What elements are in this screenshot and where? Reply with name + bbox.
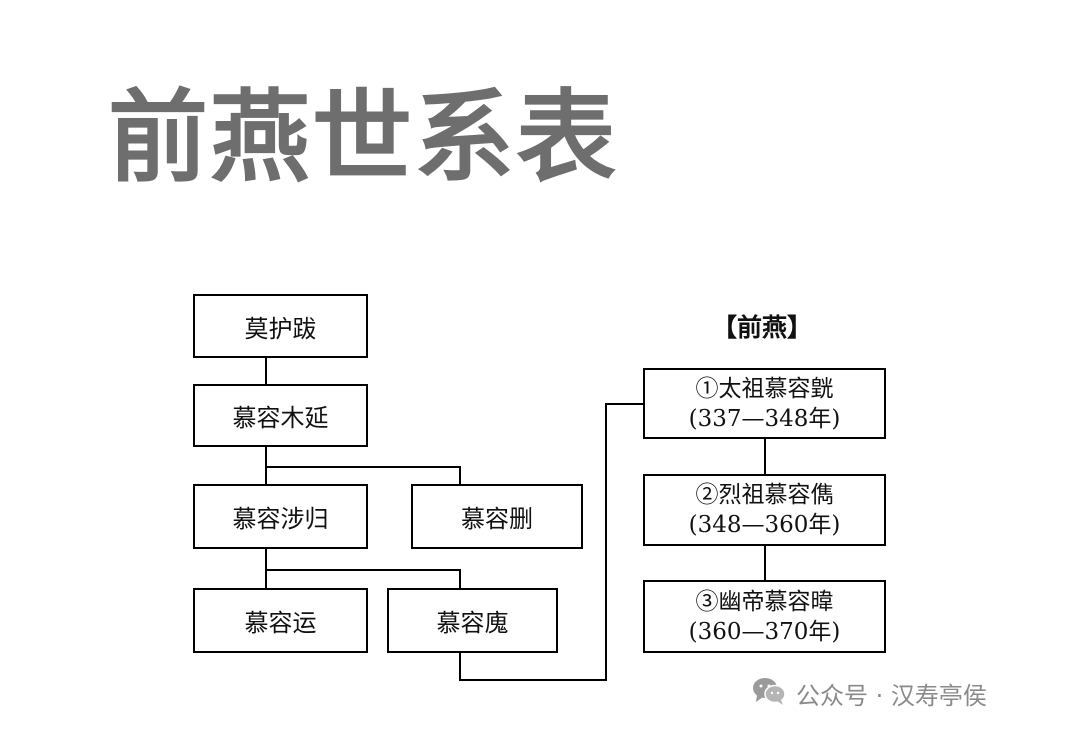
ruler-box-youdi: ③幽帝慕容暐 (360—370年) — [643, 580, 886, 653]
ruler-reign: (360—370年) — [688, 618, 841, 645]
ruler-name: ③幽帝慕容暐 — [695, 588, 834, 615]
connector-hui-taizu — [459, 403, 644, 681]
node-label: 慕容涉归 — [232, 505, 329, 533]
node-mohuba: 莫护跋 — [193, 294, 368, 358]
ruler-box-taizu: ①太祖慕容皝 (337—348年) — [643, 368, 886, 439]
page-title: 前燕世系表 — [108, 79, 618, 196]
node-murong-yun: 慕容运 — [193, 588, 368, 653]
node-label: 慕容廆 — [436, 609, 509, 637]
ruler-box-liezu: ②烈祖慕容儁 (348—360年) — [643, 474, 886, 546]
wechat-icon — [752, 677, 786, 711]
connector-shegui-children — [265, 548, 461, 589]
watermark: 公众号 · 汉寿亭侯 — [752, 676, 987, 711]
node-murong-muyan: 慕容木延 — [193, 384, 368, 447]
ruler-name: ②烈祖慕容儁 — [695, 482, 834, 508]
node-label: 莫护跋 — [244, 314, 317, 343]
node-label: 慕容木延 — [232, 404, 329, 432]
ruler-reign: (348—360年) — [688, 512, 841, 538]
section-label-qianyan: 【前燕】 — [712, 313, 813, 342]
node-label: 慕容删 — [461, 505, 533, 533]
connector-muyan-children — [265, 446, 461, 485]
node-murong-shan: 慕容删 — [411, 484, 583, 549]
watermark-text: 公众号 · 汉寿亭侯 — [796, 682, 987, 710]
node-murong-hui: 慕容廆 — [387, 588, 558, 653]
node-label: 慕容运 — [244, 609, 317, 637]
ruler-reign: (337—348年) — [688, 405, 841, 432]
ruler-name: ①太祖慕容皝 — [695, 375, 834, 402]
node-murong-shegui: 慕容涉归 — [193, 484, 368, 549]
